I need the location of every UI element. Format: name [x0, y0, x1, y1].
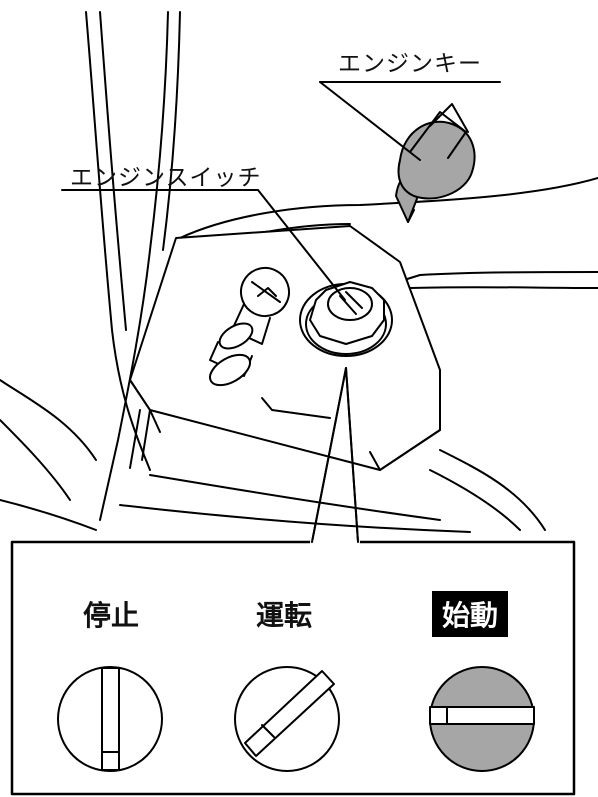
engine-switch-label: エンジンスイッチ [70, 165, 262, 191]
handle-frame [0, 11, 181, 531]
ignition-switch [299, 281, 393, 357]
position-stop-dial [57, 666, 163, 772]
position-start-dial [429, 666, 535, 772]
position-stop-label: 停止 [83, 599, 140, 632]
choke-knob [209, 267, 290, 387]
control-panel [129, 225, 441, 471]
leader-lines [61, 81, 501, 301]
position-start-label: 始動 [432, 591, 509, 637]
position-run-label: 運転 [256, 599, 313, 632]
engine-key [395, 103, 476, 223]
engine-key-label: エンジンキー [338, 51, 482, 77]
position-run-dial [234, 666, 340, 772]
